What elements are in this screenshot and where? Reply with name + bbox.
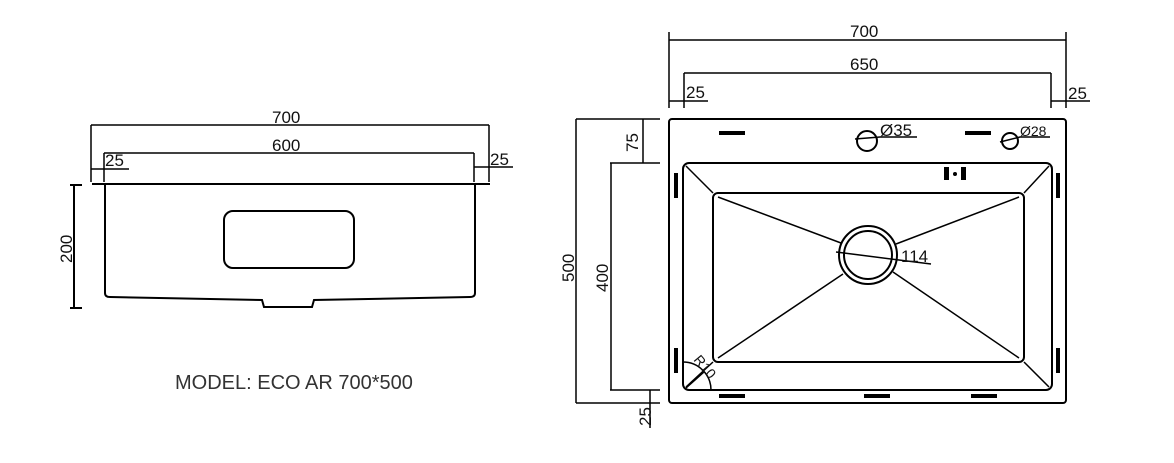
drain-outer-ring xyxy=(838,225,898,285)
dim-line-700 xyxy=(90,124,490,182)
dim-line-650 xyxy=(683,72,1052,108)
sink-outer-edge xyxy=(668,118,1067,404)
tap-hole-leader xyxy=(854,136,917,140)
dim-back-margin: 75 xyxy=(623,133,642,152)
overflow-window xyxy=(223,210,355,269)
top-view: 700 650 25 25 500 75 400 25 114 Ø35 Ø28 xyxy=(559,22,1090,428)
dim-overall-depth: 500 xyxy=(559,254,578,282)
dim-line-75 xyxy=(610,119,660,164)
model-label: MODEL: ECO AR 700*500 xyxy=(175,372,413,394)
front-view: 700 600 25 25 200 xyxy=(57,108,513,309)
dim-tap-hole: Ø35 xyxy=(880,121,912,140)
accessory-hole-leader xyxy=(999,136,1050,143)
dim-bowl-width: 600 xyxy=(272,136,300,155)
dim-depth: 200 xyxy=(57,235,76,263)
bowl-slope-lines xyxy=(685,165,1050,388)
dim-right-flange: 25 xyxy=(490,150,509,169)
drain-dim-line xyxy=(835,251,932,265)
dim-line-flanges xyxy=(91,166,513,170)
drain-inner-ring xyxy=(843,230,893,280)
tap-hole-icon xyxy=(856,130,878,152)
dim-front-margin: 25 xyxy=(636,407,655,426)
dim-corner-radius: R10 xyxy=(691,352,720,382)
sink-body-profile xyxy=(104,184,476,308)
dim-right-margin: 25 xyxy=(1068,84,1087,103)
dim-line-200 xyxy=(70,184,82,309)
dim-inner-width: 650 xyxy=(850,55,878,74)
dim-line-600 xyxy=(103,152,475,182)
dim-line-500 xyxy=(575,118,660,404)
overflow-slot-icon xyxy=(944,167,966,180)
dim-top-overall-width: 700 xyxy=(850,22,878,41)
dim-left-margin: 25 xyxy=(686,83,705,102)
bowl-bottom xyxy=(712,192,1025,363)
bowl-rim xyxy=(682,162,1053,391)
dim-line-700-top xyxy=(668,32,1067,108)
dim-bowl-depth: 400 xyxy=(593,264,612,292)
mounting-clip-marks xyxy=(674,131,1060,398)
dim-left-flange: 25 xyxy=(105,151,124,170)
dim-overall-width: 700 xyxy=(272,108,300,127)
dim-accessory-hole: Ø28 xyxy=(1020,123,1047,139)
corner-radius-arc xyxy=(682,361,712,391)
dim-line-400 xyxy=(610,163,660,391)
dim-drain: 114 xyxy=(901,247,928,266)
